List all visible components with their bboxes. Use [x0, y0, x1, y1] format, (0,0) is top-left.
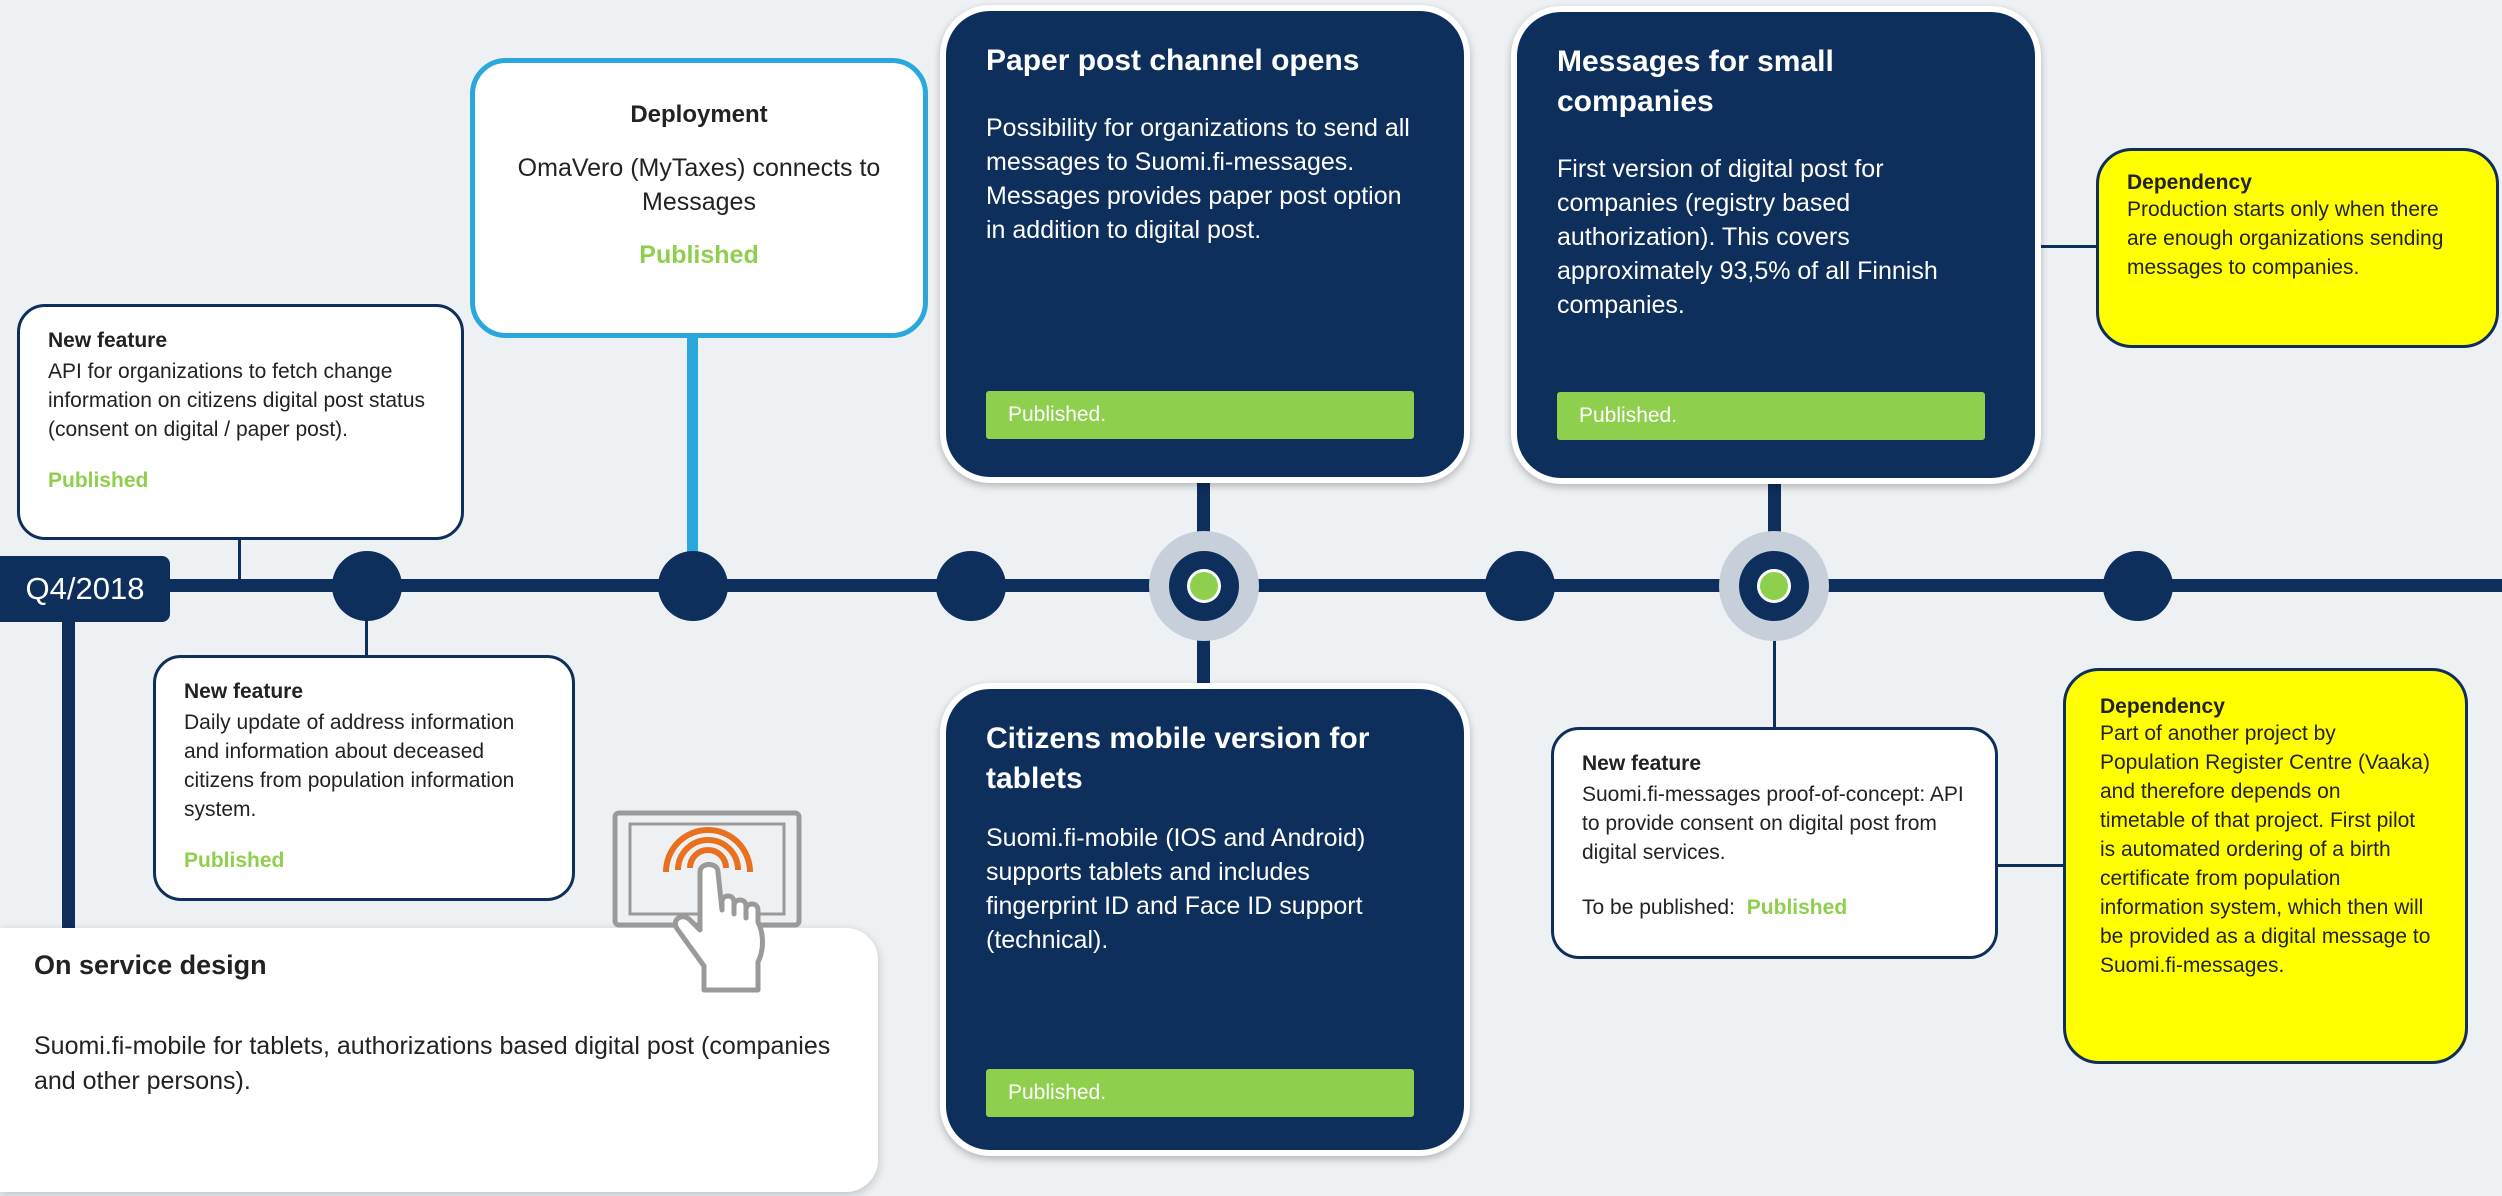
service-design-body: Suomi.fi-mobile for tablets, authorizati… — [34, 1032, 831, 1095]
card-body: Suomi.fi-mobile (IOS and Android) suppor… — [986, 824, 1366, 954]
card-title: New feature — [184, 680, 304, 703]
card-status-prefix: To be published: — [1582, 896, 1735, 919]
tablet-touch-icon — [612, 810, 804, 1000]
dependency-body: Part of another project by Population Re… — [2100, 722, 2431, 977]
card-small-companies: Messages for small companies First versi… — [1511, 6, 2041, 484]
timeline-node-highlight-1 — [1169, 551, 1239, 621]
card-title: Deployment — [630, 101, 768, 128]
timeline-node-1 — [332, 551, 402, 621]
card-body: First version of digital post for compan… — [1557, 155, 1938, 319]
timeline-node-highlight-2 — [1739, 551, 1809, 621]
card-mobile-tablets: Citizens mobile version for tablets Suom… — [940, 683, 1470, 1156]
card-title: Messages for small companies — [1557, 45, 1834, 118]
status-dot — [1757, 569, 1791, 603]
card-body: API for organizations to fetch change in… — [48, 360, 426, 441]
card-title: Citizens mobile version for tablets — [986, 722, 1370, 795]
dependency-title: Dependency — [2100, 695, 2225, 718]
timeline-node-3 — [936, 551, 1006, 621]
connector-address-update — [365, 615, 368, 655]
card-title: New feature — [1582, 752, 1702, 775]
card-status-bar: Published. — [986, 391, 1414, 439]
card-deployment: Deployment OmaVero (MyTaxes) connects to… — [470, 58, 928, 338]
card-status: Published — [639, 241, 759, 269]
connector-deployment — [687, 335, 698, 565]
service-design-title: On service design — [34, 950, 267, 980]
card-status-row: To be published: Published — [1582, 893, 1967, 922]
card-poc: New feature Suomi.fi-messages proof-of-c… — [1551, 727, 1998, 959]
connector-api-fetch — [238, 540, 241, 585]
connector-dep-vaaka — [1995, 864, 2065, 867]
card-api-fetch: New feature API for organizations to fet… — [17, 304, 464, 540]
card-status: Published — [48, 469, 149, 492]
status-dot — [1187, 569, 1221, 603]
card-title: Paper post channel opens — [986, 44, 1360, 77]
card-address-update: New feature Daily update of address info… — [153, 655, 575, 901]
card-body: Suomi.fi-messages proof-of-concept: API … — [1582, 783, 1964, 864]
dependency-body: Production starts only when there are en… — [2127, 198, 2444, 279]
connector-dep-production — [2040, 245, 2100, 248]
connector-poc — [1773, 615, 1776, 727]
card-paper-post: Paper post channel opens Possibility for… — [940, 5, 1470, 483]
card-body: OmaVero (MyTaxes) connects to Messages — [517, 154, 881, 216]
card-body: Daily update of address information and … — [184, 711, 515, 821]
card-title: New feature — [48, 329, 168, 352]
card-status-bar: Published. — [1557, 392, 1985, 440]
timeline-stem-left — [62, 600, 75, 930]
timeline-node-2 — [658, 551, 728, 621]
card-body: Possibility for organizations to send al… — [986, 114, 1410, 244]
card-status: Published — [1746, 896, 1848, 919]
dependency-title: Dependency — [2127, 171, 2252, 194]
timeline-node-4 — [1485, 551, 1555, 621]
dependency-vaaka: Dependency Part of another project by Po… — [2063, 668, 2468, 1064]
dependency-production: Dependency Production starts only when t… — [2096, 148, 2499, 348]
card-status: Published — [184, 849, 285, 872]
card-status-bar: Published. — [986, 1069, 1414, 1117]
period-label: Q4/2018 — [0, 556, 170, 622]
timeline-node-5 — [2103, 551, 2173, 621]
